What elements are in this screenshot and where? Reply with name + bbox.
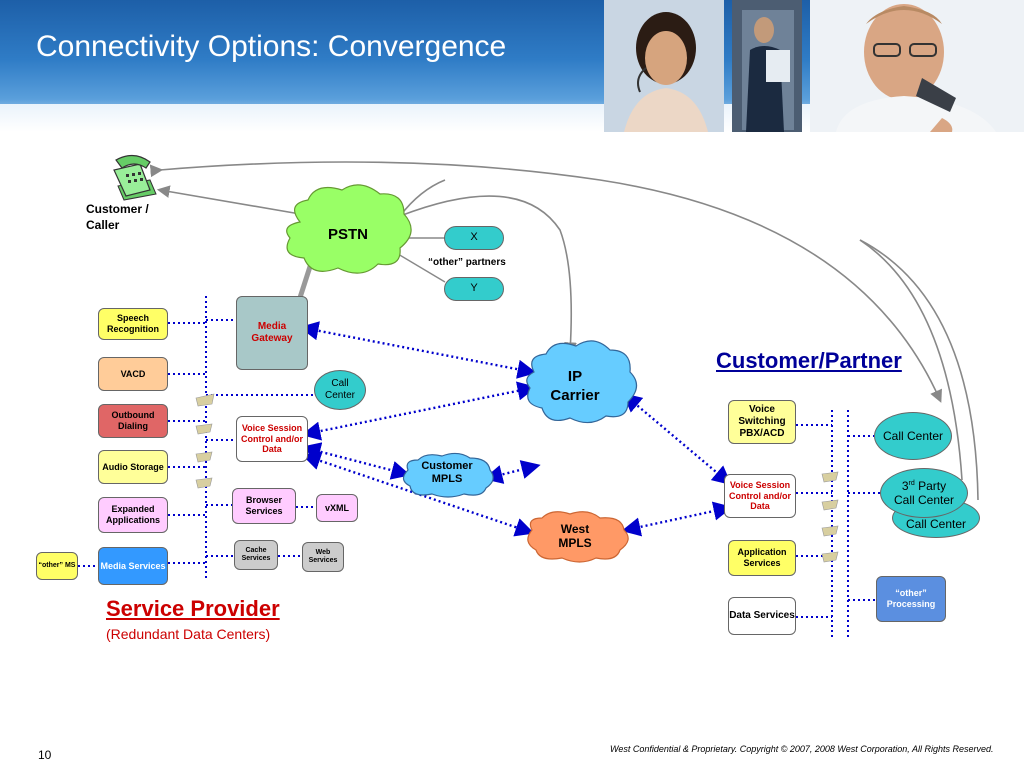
pstn-ip-arc: [388, 195, 577, 356]
data-services-box: Data Services: [728, 597, 796, 635]
speech-recognition-box: Speech Recognition: [98, 308, 168, 340]
mpls-label: MPLS: [431, 473, 463, 486]
caller-label: Customer / Caller: [86, 202, 149, 232]
customer-label: Customer: [421, 460, 473, 472]
other-ms-box: “other” MS: [36, 552, 78, 580]
west-mpls-text: MPLS: [558, 536, 592, 551]
pstn-arc-short: [389, 179, 446, 228]
third-party-line-1: 3rd Party: [901, 478, 947, 493]
outbound-dialing-box: Outbound Dialing: [98, 404, 168, 438]
sp-call-center: Call Center: [314, 370, 366, 410]
photo-agent-woman: [604, 0, 724, 132]
telephone-icon: [113, 154, 157, 201]
web-services-box: Web Services: [302, 542, 344, 572]
partner-x: X: [444, 226, 504, 250]
service-provider-subtitle: (Redundant Data Centers): [106, 626, 271, 642]
connector-glyphs: [195, 393, 839, 563]
west-label: West: [560, 522, 590, 536]
sp-voice-session-box: Voice Session Control and/or Data: [236, 416, 308, 462]
cp-call-center: Call Center: [874, 412, 952, 460]
pstn-cloud: [286, 184, 412, 274]
other-partners-label: “other” partners: [428, 257, 506, 268]
third-party-call-center: 3rd Party Call Center: [880, 468, 968, 518]
header-photos: [604, 0, 1024, 132]
voice-switching-box: Voice Switching PBX/ACD: [728, 400, 796, 444]
west-mpls-label: West MPLS: [540, 522, 610, 551]
pstn-y-line: [397, 253, 446, 283]
ip-carrier-label: IP Carrier: [540, 368, 610, 406]
page-number: 10: [38, 748, 52, 762]
service-provider-title: Service Provider: [106, 596, 280, 621]
pstn-caller-line: [156, 185, 301, 215]
third-party-line-2: Call Center: [893, 493, 955, 507]
ip-carrier-cloud: [526, 340, 638, 424]
caller-customer-arc: [149, 161, 942, 403]
vacd-box: VACD: [98, 357, 168, 391]
audio-storage-box: Audio Storage: [98, 450, 168, 484]
slide-title: Connectivity Options: Convergence: [36, 30, 507, 63]
media-services-box: Media Services: [98, 547, 168, 585]
other-processing-box: “other” Processing: [876, 576, 946, 622]
partner-y: Y: [444, 277, 504, 301]
partner-arc-2: [859, 239, 979, 501]
photo-man-phone: [810, 0, 1024, 132]
media-gateway-box: Media Gateway: [236, 296, 308, 370]
customer-mpls-cloud: [402, 452, 494, 498]
photo-man-reading: [732, 0, 802, 132]
pstn-label: PSTN: [327, 226, 368, 243]
application-services-box: Application Services: [728, 540, 796, 576]
customer-partner-title: Customer/Partner: [716, 348, 902, 373]
west-mpls-cloud: [527, 511, 629, 563]
partner-arc-1: [859, 239, 963, 481]
carrier-label: Carrier: [550, 386, 600, 404]
footer-copyright: West Confidential & Proprietary. Copyrig…: [610, 744, 994, 754]
cache-services-box: Cache Services: [234, 540, 278, 570]
ip-label: IP: [567, 368, 583, 385]
browser-services-box: Browser Services: [232, 488, 296, 524]
expanded-applications-box: Expanded Applications: [98, 497, 168, 533]
customer-mpls-label: Customer MPLS: [412, 460, 482, 486]
vxml-box: vXML: [316, 494, 358, 522]
cp-voice-session-box: Voice Session Control and/or Data: [724, 474, 796, 518]
